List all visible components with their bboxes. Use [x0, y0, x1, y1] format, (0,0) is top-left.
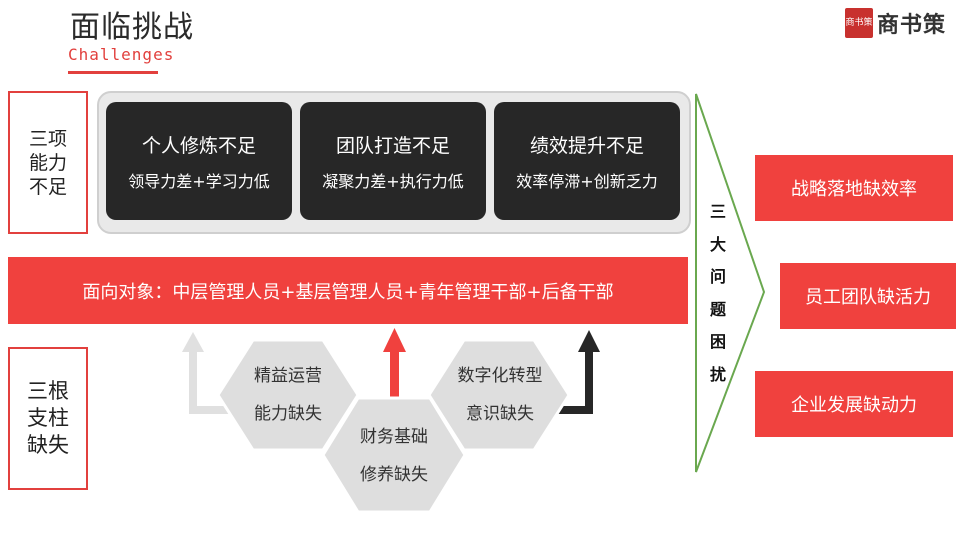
subtitle-underline [68, 71, 158, 74]
pillar-line1: 精益运营 [254, 366, 322, 386]
target-audience-banner: 面向对象：中层管理人员+基层管理人员+青年管理干部+后备干部 [8, 257, 688, 324]
arrow-up-red-icon [383, 328, 406, 400]
pillar-lean-ops: 精益运营 能力缺失 [218, 357, 358, 433]
triangle-label: 三 大 问 题 困 扰 [709, 202, 726, 384]
result-development: 企业发展缺动力 [755, 371, 953, 437]
card-subtitle: 效率停滞+创新乏力 [516, 171, 658, 191]
card-title: 绩效提升不足 [529, 134, 644, 157]
card-subtitle: 领导力差+学习力低 [128, 171, 270, 191]
logo-seal-icon: 商书策 [844, 8, 873, 38]
pillar-digital: 数字化转型 意识缺失 [430, 357, 570, 433]
card-team: 团队打造不足 凝聚力差+执行力低 [300, 102, 486, 220]
page-subtitle: Challenges [68, 45, 175, 64]
pillar-line1: 数字化转型 [457, 366, 543, 386]
brand-logo: 商书策 商书策 [844, 6, 946, 40]
pillar-line2: 意识缺失 [466, 404, 534, 424]
logo-text: 商书策 [876, 13, 946, 38]
pillar-line2: 修养缺失 [360, 465, 428, 485]
card-performance: 绩效提升不足 效率停滞+创新乏力 [494, 102, 680, 220]
card-title: 团队打造不足 [335, 134, 450, 157]
page-title: 面临挑战 [70, 10, 194, 45]
hexagon-digital [427, 338, 571, 452]
side-label-abilities: 三项 能力 不足 [8, 91, 88, 234]
pillar-line2: 能力缺失 [254, 404, 322, 424]
side-label-abilities-text: 三项 能力 不足 [28, 127, 67, 198]
pillar-finance: 财务基础 修养缺失 [324, 418, 464, 494]
banner-text: 面向对象：中层管理人员+基层管理人员+青年管理干部+后备干部 [82, 281, 614, 303]
hexagon-finance [321, 396, 467, 514]
triangle-outline [695, 93, 766, 473]
result-strategy: 战略落地缺效率 [755, 155, 953, 221]
result-text: 员工团队缺活力 [805, 287, 931, 308]
hexagon-lean-ops [216, 338, 360, 452]
side-label-pillars-text: 三根 支柱 缺失 [27, 379, 69, 457]
side-label-pillars: 三根 支柱 缺失 [8, 347, 88, 490]
card-title: 个人修炼不足 [141, 134, 256, 157]
card-personal: 个人修炼不足 领导力差+学习力低 [106, 102, 292, 220]
pillar-line1: 财务基础 [360, 427, 428, 447]
card-subtitle: 凝聚力差+执行力低 [322, 171, 464, 191]
result-text: 企业发展缺动力 [791, 395, 917, 416]
result-text: 战略落地缺效率 [791, 179, 917, 200]
result-team: 员工团队缺活力 [780, 263, 956, 329]
